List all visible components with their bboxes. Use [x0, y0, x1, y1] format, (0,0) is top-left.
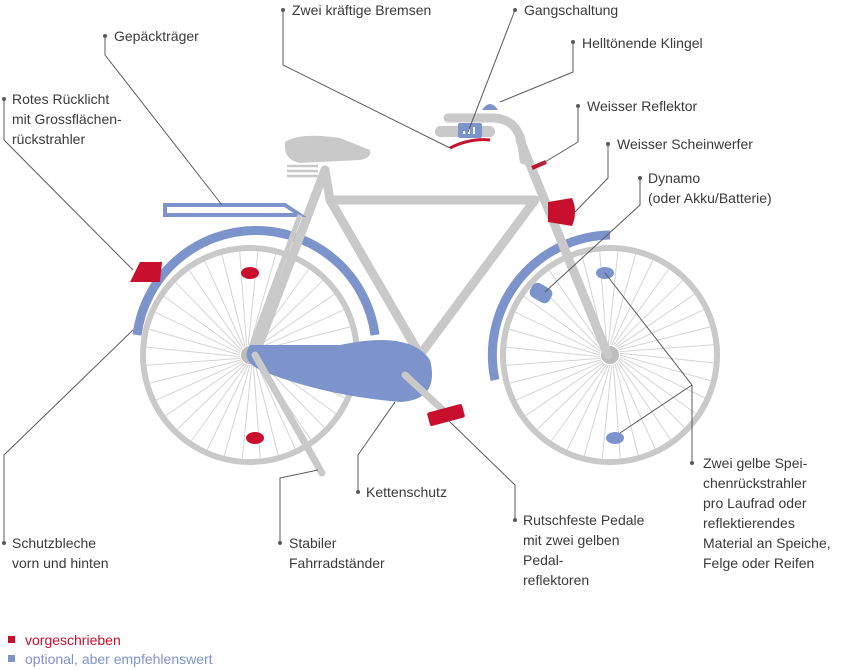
- spoke: [256, 293, 335, 348]
- spoke: [616, 293, 695, 348]
- label-dynamo: Dynamo (oder Akku/Batterie): [648, 170, 772, 206]
- spoke: [617, 361, 672, 440]
- legend-optional: optional, aber empfehlenswert: [8, 650, 213, 668]
- spoke: [241, 364, 253, 459]
- spoke: [149, 328, 241, 356]
- spoke: [175, 281, 242, 351]
- spoke: [188, 270, 243, 349]
- spoke: [149, 359, 242, 384]
- spoke: [163, 295, 241, 352]
- spoke: [613, 268, 670, 346]
- bell-icon: [482, 104, 498, 110]
- label-headlight: Weisser Scheinwerfer: [617, 136, 753, 152]
- saddle-springs: [287, 164, 318, 178]
- spoke: [523, 295, 601, 352]
- spoke: [255, 362, 296, 449]
- label-rack: Gepäckträger: [114, 28, 199, 44]
- spoke: [550, 364, 607, 442]
- spoke: [618, 359, 685, 429]
- spoke: [146, 346, 241, 358]
- label-spoke-reflectors: Zwei gelbe Spei- chenrückstrahler pro La…: [703, 455, 831, 571]
- spoke: [165, 362, 244, 417]
- label-bell: Helltönende Klingel: [582, 35, 703, 51]
- spoke-reflector-rear-bottom: [246, 432, 264, 444]
- spoke: [249, 254, 277, 346]
- spoke: [619, 358, 697, 415]
- handlebar: [443, 113, 529, 165]
- spoke: [156, 360, 243, 401]
- spoke: [204, 261, 245, 348]
- spoke: [223, 364, 251, 456]
- spoke: [257, 309, 344, 350]
- legend-optional-swatch: [8, 654, 15, 662]
- spoke: [619, 356, 705, 399]
- rear-light-icon: [130, 262, 162, 282]
- spoke: [583, 364, 611, 456]
- leader-lines: [3, 9, 693, 543]
- label-kickstand: Stabiler Fahrradständer: [289, 535, 385, 571]
- label-pedals: Rutschfeste Pedale mit zwei gelben Pedal…: [523, 512, 645, 588]
- spoke: [599, 251, 608, 346]
- spoke: [619, 344, 714, 353]
- spoke: [506, 346, 601, 358]
- spoke: [176, 363, 246, 430]
- chain-guard: [246, 340, 432, 402]
- spoke-reflector-rear-top: [241, 267, 259, 279]
- spoke: [536, 363, 606, 430]
- spoke: [611, 260, 654, 346]
- spoke: [615, 362, 656, 449]
- label-white-reflector: Weisser Reflektor: [587, 98, 698, 114]
- spoke: [515, 311, 601, 354]
- label-gears: Gangschaltung: [524, 2, 619, 18]
- spoke: [509, 328, 601, 356]
- spoke: [206, 364, 249, 450]
- spoke: [566, 364, 609, 450]
- kickstand: [251, 351, 326, 477]
- label-brakes: Zwei kräftige Bremsen: [292, 2, 432, 18]
- spoke: [155, 311, 241, 354]
- saddle: [284, 135, 371, 163]
- leader-dots: [2, 8, 694, 545]
- front-wheel: [500, 245, 720, 465]
- front-fender: [487, 230, 611, 381]
- spoke: [190, 364, 247, 442]
- crank-arm: [401, 371, 449, 416]
- spoke: [601, 364, 613, 459]
- legend-optional-label: optional, aber empfehlenswert: [25, 651, 213, 667]
- label-chain-guard: Kettenschutz: [366, 484, 447, 500]
- spoke: [247, 251, 259, 346]
- legend-required-label: vorgeschrieben: [25, 632, 121, 648]
- spoke: [254, 363, 279, 456]
- spoke: [619, 352, 714, 364]
- spoke: [221, 254, 246, 347]
- dynamo-icon: [529, 282, 553, 304]
- spoke: [619, 354, 711, 382]
- spoke: [239, 251, 248, 346]
- rear-fender: [132, 225, 380, 336]
- luggage-rack: [163, 203, 307, 351]
- label-fenders: Schutzbleche vorn und hinten: [12, 535, 109, 571]
- spoke: [609, 254, 637, 346]
- spoke: [548, 270, 603, 349]
- spoke: [607, 251, 619, 346]
- spoke-reflector-front-bottom: [606, 432, 624, 444]
- spoke: [617, 309, 704, 350]
- legend-required-swatch: [8, 635, 15, 643]
- spoke: [525, 362, 604, 417]
- pedal-icon: [427, 404, 465, 426]
- spoke: [618, 326, 711, 351]
- spoke: [146, 357, 241, 366]
- spoke: [509, 359, 602, 384]
- headlight-icon: [548, 198, 575, 226]
- spoke: [516, 360, 603, 401]
- brake-lever-icon: [449, 138, 491, 150]
- spoke: [614, 280, 684, 347]
- spoke: [506, 357, 601, 366]
- spoke: [614, 363, 639, 456]
- label-rear-light: Rotes Rücklicht mit Grossflächen- rückst…: [12, 91, 122, 147]
- legend-required: vorgeschrieben: [8, 631, 121, 649]
